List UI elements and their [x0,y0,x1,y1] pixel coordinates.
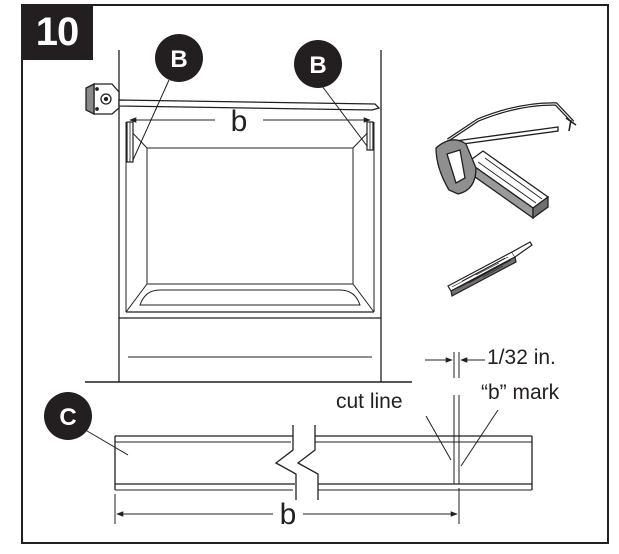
b-mark-label: “b” mark [481,381,560,404]
callout-b-left: B [132,34,203,161]
cut-line-label: cut line [336,390,403,413]
rail-break-symbol [274,425,319,500]
tape-measure-icon [85,82,381,116]
callout-b-left-label: B [170,46,187,73]
top-dimension-label: b [231,105,248,138]
top-dimension-b: b [129,105,371,138]
file-icon [447,241,533,297]
cut-line-leader [425,415,452,461]
callout-c: C [44,392,129,456]
callout-c-label: C [59,404,76,431]
callout-b-right: B [294,40,368,147]
gap-dimension: 1/32 in. [425,346,556,378]
b-mark-leader [460,409,499,467]
step-number-badge: 10 [21,4,93,60]
bottom-dimension-label: b [280,498,297,531]
callout-b-right-label: B [309,52,326,79]
left-wall-jamb [126,121,134,163]
bottom-rail [114,435,533,491]
right-wall-jamb [366,121,374,151]
hacksaw-icon [435,102,577,220]
tub-enclosure [85,50,412,383]
gap-dimension-label: 1/32 in. [487,346,556,369]
bottom-dimension-b: b [114,488,460,531]
